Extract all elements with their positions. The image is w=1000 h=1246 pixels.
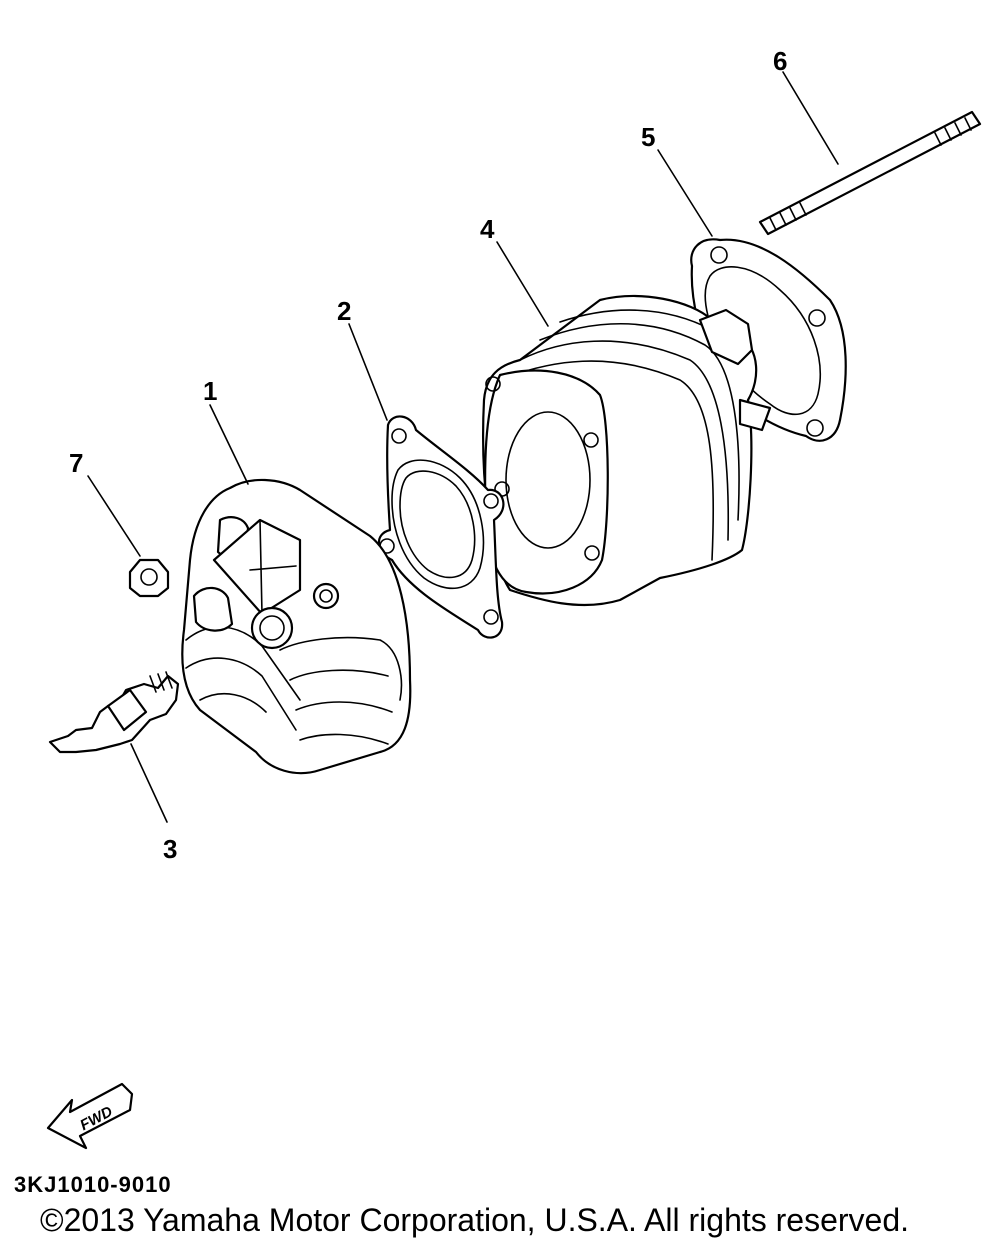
callout-7: 7 [69, 448, 83, 478]
part-2-head-gasket [348, 323, 505, 639]
fwd-arrow-icon: FWD [46, 1082, 134, 1150]
callout-1: 1 [203, 376, 217, 406]
callout-6: 6 [773, 46, 787, 76]
part-7-nut [87, 475, 170, 598]
part-code: 3KJ1010-9010 [14, 1172, 172, 1197]
callout-5: 5 [641, 122, 655, 152]
callout-2: 2 [337, 296, 351, 326]
copyright-notice: ©2013 Yamaha Motor Corporation, U.S.A. A… [40, 1202, 910, 1238]
part-3-spark-plug [48, 671, 180, 823]
part-1-cylinder-head [181, 404, 412, 775]
callout-4: 4 [480, 214, 495, 244]
part-4-cylinder [482, 241, 772, 607]
callout-3: 3 [163, 834, 177, 864]
part-6-stud-bolt [758, 71, 982, 236]
